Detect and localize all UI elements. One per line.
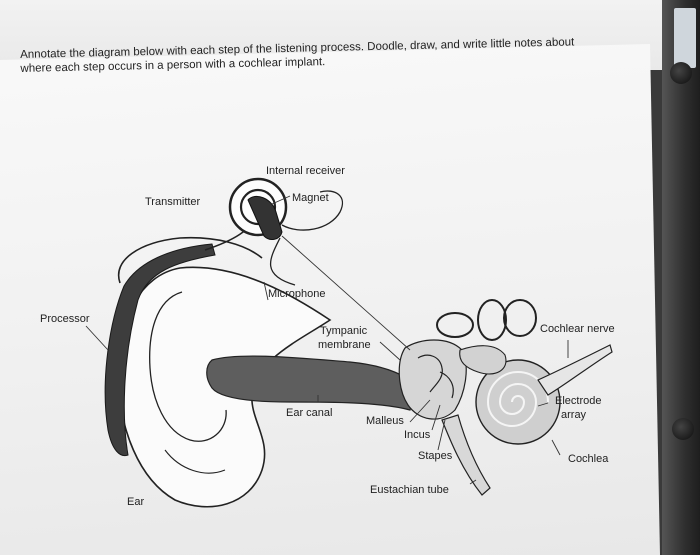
label-tympanic-line1: Tympanic [320, 325, 368, 337]
processor-device [104, 243, 216, 457]
cochlea-spiral [486, 371, 549, 427]
label-eustachian-tube: Eustachian tube [370, 484, 449, 496]
label-tympanic-line2: membrane [318, 339, 371, 351]
receiver-wire-to-cochlea [269, 237, 296, 286]
label-malleus: Malleus [366, 415, 404, 427]
semicircular-canal-2 [477, 299, 507, 341]
receiver-body [247, 196, 283, 240]
label-cochlear-nerve: Cochlear nerve [540, 323, 615, 335]
semicircular-canal-3 [503, 299, 537, 337]
label-incus: Incus [404, 429, 431, 441]
processor-earhook [117, 236, 263, 284]
internal-receiver-lead [281, 190, 344, 231]
label-electrode-line2: array [561, 409, 587, 421]
binder-edge [662, 0, 700, 555]
ossicles [417, 354, 454, 399]
label-microphone: Microphone [268, 288, 325, 300]
binder-tab [674, 8, 696, 68]
label-ear: Ear [127, 496, 144, 508]
label-electrode-line1: Electrode [555, 395, 601, 407]
inner-ear-fold [149, 291, 227, 442]
semicircular-canal-1 [436, 312, 474, 338]
middle-ear-bones-area [398, 339, 467, 420]
label-processor: Processor [40, 313, 90, 325]
label-ear-canal: Ear canal [286, 407, 332, 419]
label-stapes: Stapes [418, 450, 453, 462]
label-transmitter: Transmitter [145, 196, 201, 208]
label-magnet: Magnet [292, 192, 329, 204]
vestibule [459, 345, 507, 375]
ear-lobe-fold [164, 449, 226, 474]
binder-hole-top [670, 62, 692, 84]
ear-canal-shape [206, 355, 419, 411]
label-cochlea: Cochlea [568, 453, 609, 465]
leader-lines [85, 195, 569, 485]
label-internal-receiver: Internal receiver [266, 165, 345, 177]
eustachian-tube-shape [441, 414, 491, 496]
cochlear-nerve-shape [537, 344, 613, 396]
binder-hole-bottom [672, 418, 694, 440]
